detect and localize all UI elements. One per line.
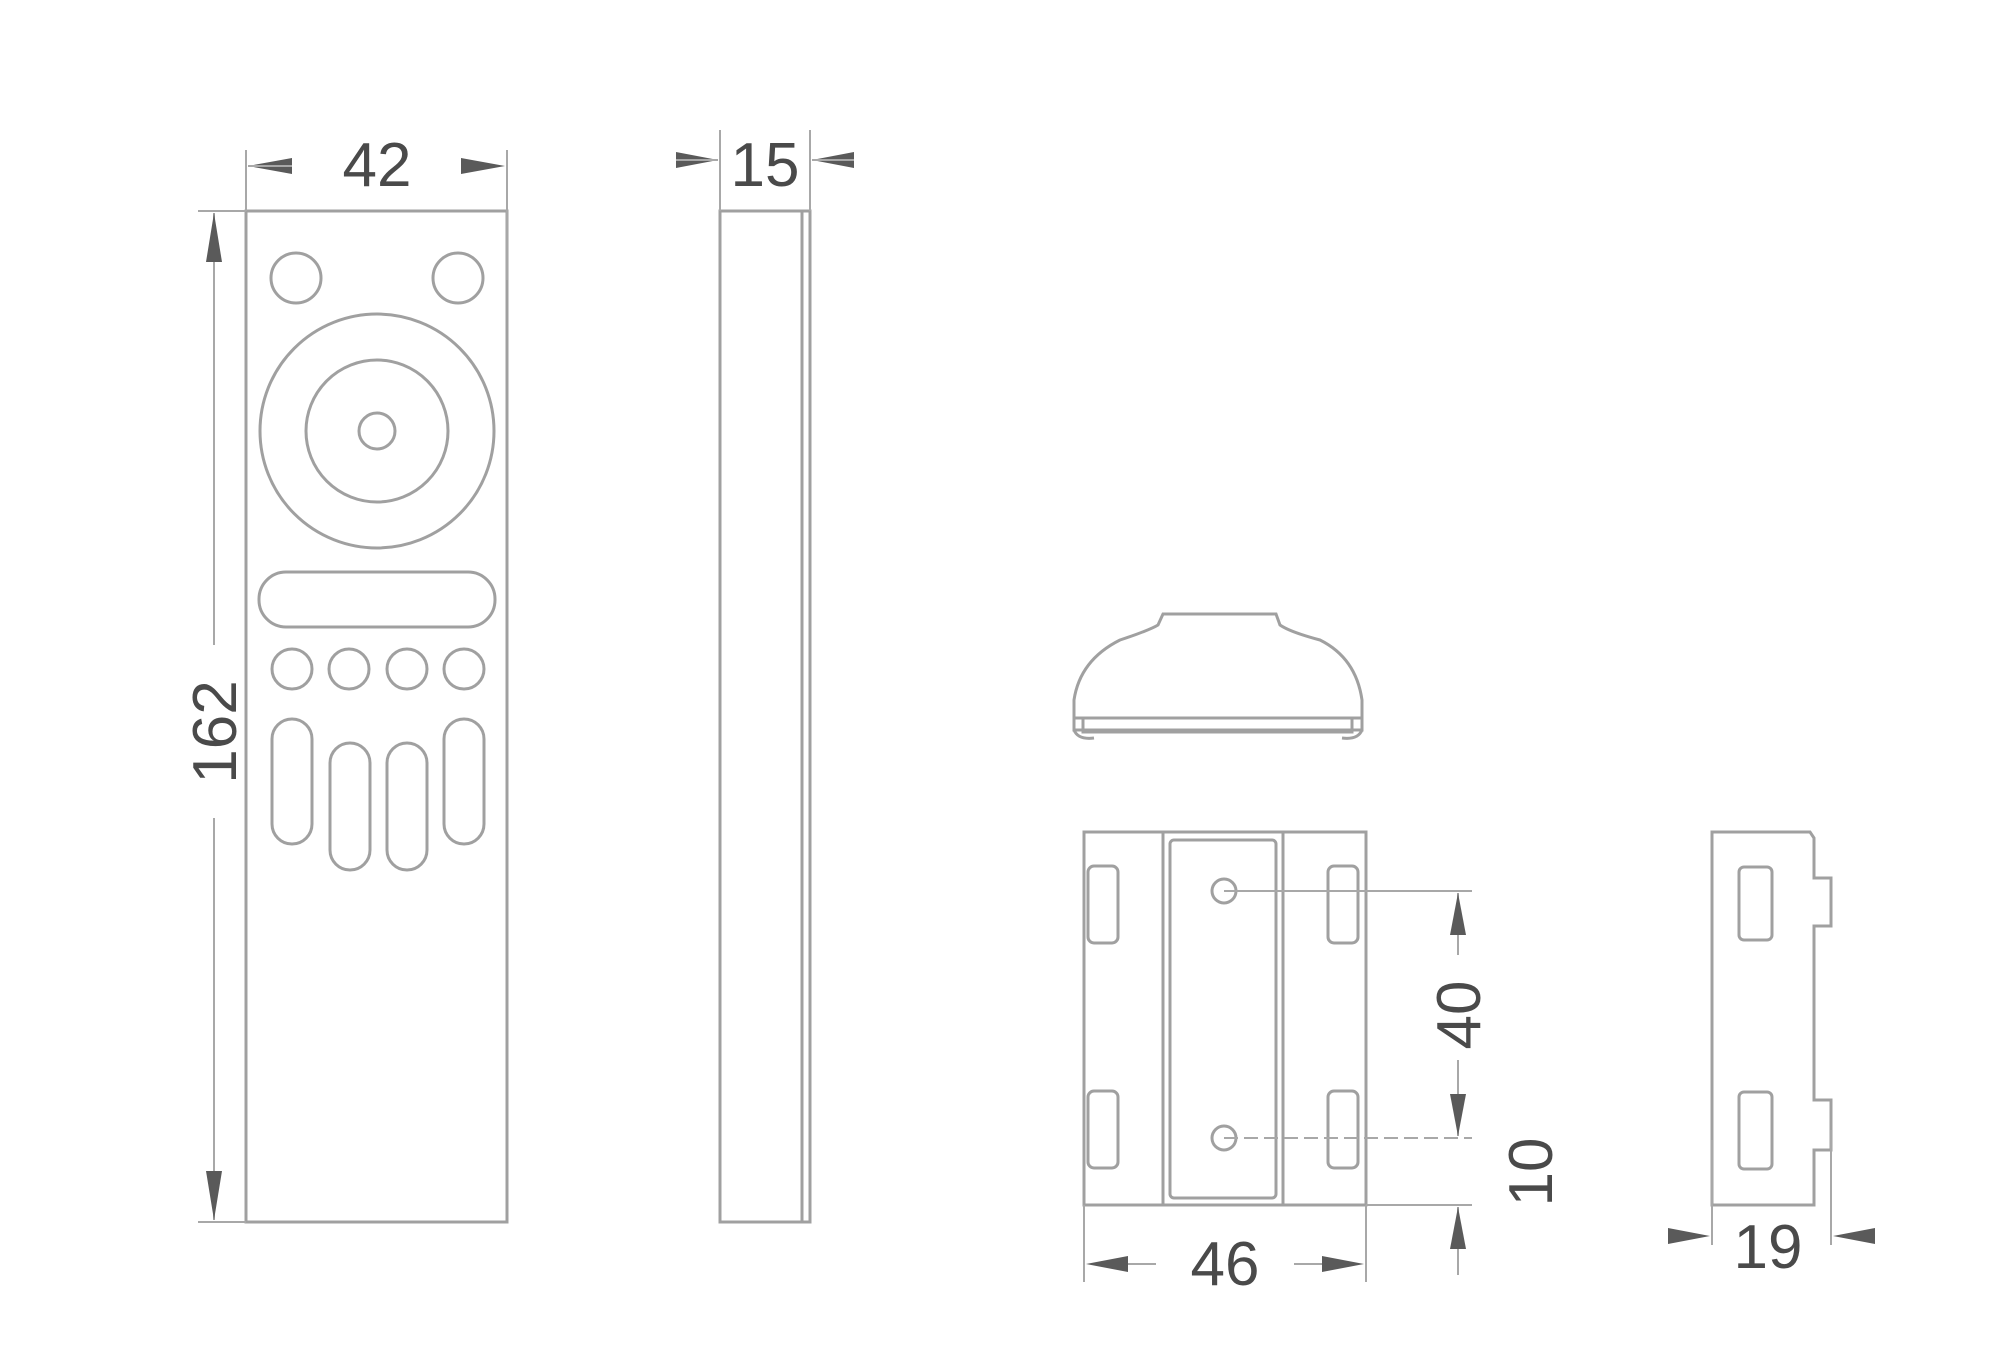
remote-small-button-2 [327,647,371,691]
remote-wheel-inner-ring [304,358,450,504]
remote-front-view: 42 162 [181,131,509,1224]
remote-pill-button-1 [270,717,314,846]
holder-top-profile [1072,612,1364,732]
remote-body-outline [244,209,509,1224]
remote-thickness-label: 15 [731,131,800,200]
remote-height-label: 162 [181,680,250,783]
holder-bottom-offset-label: 10 [1497,1138,1566,1207]
remote-small-button-3 [385,647,429,691]
holder-side-outline [1710,830,1833,1207]
remote-small-button-4 [442,647,486,691]
remote-wheel-outer-ring [258,312,496,550]
holder-slot-bottom-left [1086,1089,1120,1170]
holder-side-view: 19 [1668,830,1875,1282]
remote-side-view: 15 [676,130,854,1224]
remote-pill-button-4 [442,717,486,846]
remote-side-outline [718,209,812,1224]
remote-pill-button-2 [328,741,372,872]
holder-depth-label: 19 [1734,1213,1803,1282]
holder-side-slot-top [1737,865,1774,942]
remote-button-top-right [431,251,485,305]
remote-button-top-left [269,251,323,305]
remote-width-label: 42 [343,131,412,200]
holder-slot-top-left [1086,864,1120,945]
holder-hole-spacing-label: 40 [1425,981,1494,1050]
holder-front-view: 40 10 46 [1082,830,1566,1299]
remote-small-button-1 [270,647,314,691]
remote-pill-button-3 [385,741,429,872]
holder-side-slot-bottom [1737,1090,1774,1171]
holder-slot-top-right [1326,864,1360,945]
holder-center-plate [1161,830,1285,1207]
holder-top-view [1072,612,1364,740]
holder-slot-bottom-right [1326,1089,1360,1170]
remote-center-button [357,411,397,451]
holder-width-label: 46 [1191,1230,1260,1299]
remote-wide-pill-button [257,570,497,629]
